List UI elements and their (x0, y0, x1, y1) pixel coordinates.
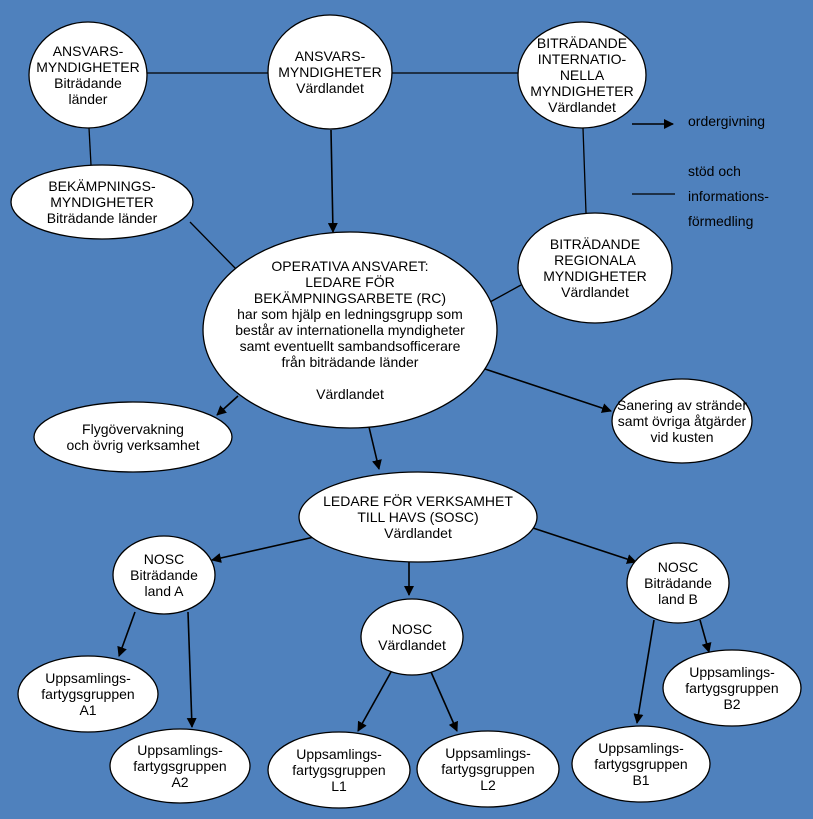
label-nosc-b: NOSC Biträdande land B (644, 559, 712, 607)
arrow-operativa-to-flygovervakning (216, 395, 239, 416)
label-upp-b2: Uppsamlings- fartygsgruppen B2 (685, 664, 779, 712)
label-flygovervakning: Flygövervakning och övrig verksamhet (66, 421, 200, 453)
arrow-sosc-to-nosc-a (211, 534, 324, 563)
arrow-nosc-b-to-b1 (633, 619, 655, 724)
label-bitradande-regionala: BITRÄDANDE REGIONALA MYNDIGHETER Värdlan… (543, 236, 647, 300)
arrow-ansvars-vardlandet-to-operativa (327, 129, 338, 233)
label-upp-l1: Uppsamlings- fartygsgruppen L1 (292, 746, 386, 794)
label-operativa: OPERATIVA ANSVARET: LEDARE FÖR BEKÄMPNIN… (235, 258, 465, 402)
node-upp-a2 (109, 728, 251, 804)
node-bekampnings (10, 164, 194, 240)
label-upp-b1: Uppsamlings- fartygsgruppen B1 (594, 740, 688, 788)
node-upp-a1 (17, 655, 159, 733)
node-nosc-vard (360, 598, 464, 676)
label-ansvars-vardlandet: ANSVARS- MYNDIGHETER Värdlandet (278, 48, 382, 96)
support-lines (88, 72, 587, 303)
label-nosc-vard: NOSC Värdlandet (378, 621, 446, 653)
nodes (10, 14, 802, 809)
arrow-nosc-b-to-b2 (699, 619, 712, 653)
label-bekampnings: BEKÄMPNINGS- MYNDIGHETER Biträdande länd… (46, 178, 158, 226)
node-ansvars-bitradande (28, 21, 148, 129)
node-nosc-a (112, 535, 216, 615)
arrow-nosc-a-to-a2 (186, 611, 197, 728)
arrow-nosc-vard-to-l1 (357, 671, 392, 732)
line-ansvars-bitradande-to-bekampnings (88, 127, 92, 166)
label-ansvars-bitradande: ANSVARS- MYNDIGHETER Biträdande länder (36, 43, 140, 107)
node-sanering (611, 378, 753, 464)
node-nosc-b (626, 542, 730, 624)
node-bitradande-regionala (517, 212, 673, 324)
legend-symbols (632, 119, 675, 195)
arrow-operativa-to-sosc (368, 426, 382, 470)
label-upp-a1: Uppsamlings- fartygsgruppen A1 (41, 670, 135, 718)
node-bitradande-internationella (517, 21, 647, 129)
line-bekampnings-to-operativa (189, 221, 237, 270)
node-flygovervakning (33, 401, 233, 473)
label-bitradande-internationella: BITRÄDANDE INTERNATIO- NELLA MYNDIGHETER… (530, 35, 634, 115)
line-internationella-to-regionala (582, 127, 587, 214)
order-arrows (117, 129, 712, 732)
node-upp-l2 (416, 730, 560, 808)
node-upp-b1 (571, 725, 711, 803)
arrow-nosc-a-to-a1 (117, 611, 136, 657)
node-upp-l1 (267, 731, 411, 809)
node-upp-b2 (662, 649, 802, 727)
arrow-nosc-vard-to-l2 (430, 671, 458, 732)
legend-arrow-label: ordergivning (688, 113, 766, 129)
node-sosc (298, 471, 538, 563)
label-sosc: LEDARE FÖR VERKSAMHET TILL HAVS (SOSC) V… (323, 493, 513, 541)
label-upp-a2: Uppsamlings- fartygsgruppen A2 (133, 742, 227, 790)
line-regionala-to-operativa (489, 284, 522, 303)
node-ansvars-vardlandet (267, 14, 393, 130)
arrow-sosc-to-nosc-b (532, 527, 637, 564)
label-sanering: Sanering av stränder samt övriga åtgärde… (617, 397, 747, 445)
label-upp-l2: Uppsamlings- fartygsgruppen L2 (441, 745, 535, 793)
arrow-operativa-to-sanering (484, 368, 612, 413)
legend-line-label: stöd och informations- förmedling (688, 163, 769, 229)
label-nosc-a: NOSC Biträdande land A (130, 551, 198, 599)
node-operativa (202, 231, 498, 429)
